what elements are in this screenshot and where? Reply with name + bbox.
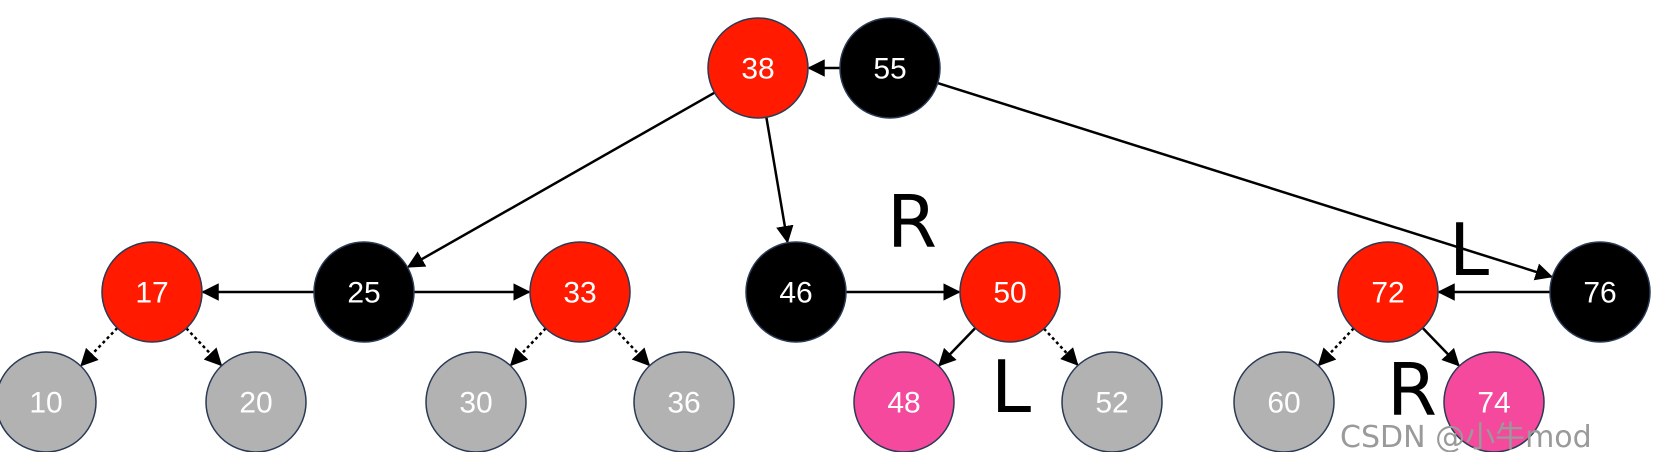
edges-layer [80, 59, 1554, 367]
edge-72-to-74 [1421, 327, 1460, 367]
node-circle [0, 351, 97, 452]
node-circle [425, 351, 527, 452]
annotations-layer: R L L R [887, 180, 1489, 432]
node-circle [205, 351, 307, 452]
node-circle [101, 241, 203, 343]
node-circle [1061, 351, 1163, 452]
node-circle [1549, 241, 1651, 343]
node-label: 55 [873, 53, 906, 86]
tree-node-74: 74 [1443, 351, 1545, 452]
tree-node-38: 38 [707, 17, 809, 119]
node-label: 76 [1583, 277, 1616, 310]
node-label: 17 [135, 277, 168, 310]
tree-node-33: 33 [529, 241, 631, 343]
edge-38-to-25 [406, 91, 716, 268]
node-label: 20 [239, 387, 272, 420]
tree-node-52: 52 [1061, 351, 1163, 452]
node-label: 50 [993, 277, 1026, 310]
tree-node-72: 72 [1337, 241, 1439, 343]
node-label: 74 [1477, 387, 1510, 420]
tree-node-50: 50 [959, 241, 1061, 343]
node-circle [853, 351, 955, 452]
node-label: 48 [887, 387, 920, 420]
tree-node-60: 60 [1233, 351, 1335, 452]
node-circle [529, 241, 631, 343]
tree-node-48: 48 [853, 351, 955, 452]
node-label: 25 [347, 277, 380, 310]
annotation-rotate-right: R [1387, 348, 1437, 432]
nodes-layer: 38 55 17 25 33 46 50 72 76 10 20 30 36 48 52 60 74 [0, 17, 1651, 452]
node-label: 33 [563, 277, 596, 310]
edge-50-to-48 [938, 327, 977, 367]
tree-node-55: 55 [839, 17, 941, 119]
node-label: 60 [1267, 387, 1300, 420]
tree-node-10: 10 [0, 351, 97, 452]
edge-17-to-10 [80, 327, 119, 367]
node-label: 38 [741, 53, 774, 86]
node-label: 46 [779, 277, 812, 310]
watermark: CSDN @小牛mod [1340, 420, 1592, 452]
node-circle [1233, 351, 1335, 452]
edge-33-to-36 [613, 327, 651, 367]
annotation-rotate-right: R [887, 180, 937, 264]
edge-17-to-20 [185, 327, 223, 367]
annotation-rotate-left: L [991, 345, 1031, 429]
tree-node-76: 76 [1549, 241, 1651, 343]
tree-node-20: 20 [205, 351, 307, 452]
edge-33-to-30 [509, 327, 547, 367]
node-circle [633, 351, 735, 452]
node-circle [839, 17, 941, 119]
node-circle [1337, 241, 1439, 343]
node-circle [313, 241, 415, 343]
tree-node-30: 30 [425, 351, 527, 452]
node-label: 10 [29, 387, 62, 420]
tree-node-36: 36 [633, 351, 735, 452]
annotation-rotate-left: L [1449, 208, 1489, 292]
node-label: 72 [1371, 277, 1404, 310]
tree-node-25: 25 [313, 241, 415, 343]
edge-38-to-46 [765, 117, 794, 244]
node-label: 52 [1095, 387, 1128, 420]
edge-72-to-60 [1317, 327, 1355, 367]
tree-node-17: 17 [101, 241, 203, 343]
edge-55-to-76 [937, 81, 1554, 281]
node-circle [745, 241, 847, 343]
node-label: 36 [667, 387, 700, 420]
edge-50-to-52 [1043, 327, 1079, 366]
tree-node-46: 46 [745, 241, 847, 343]
node-label: 30 [459, 387, 492, 420]
node-circle [1443, 351, 1545, 452]
node-circle [959, 241, 1061, 343]
node-circle [707, 17, 809, 119]
